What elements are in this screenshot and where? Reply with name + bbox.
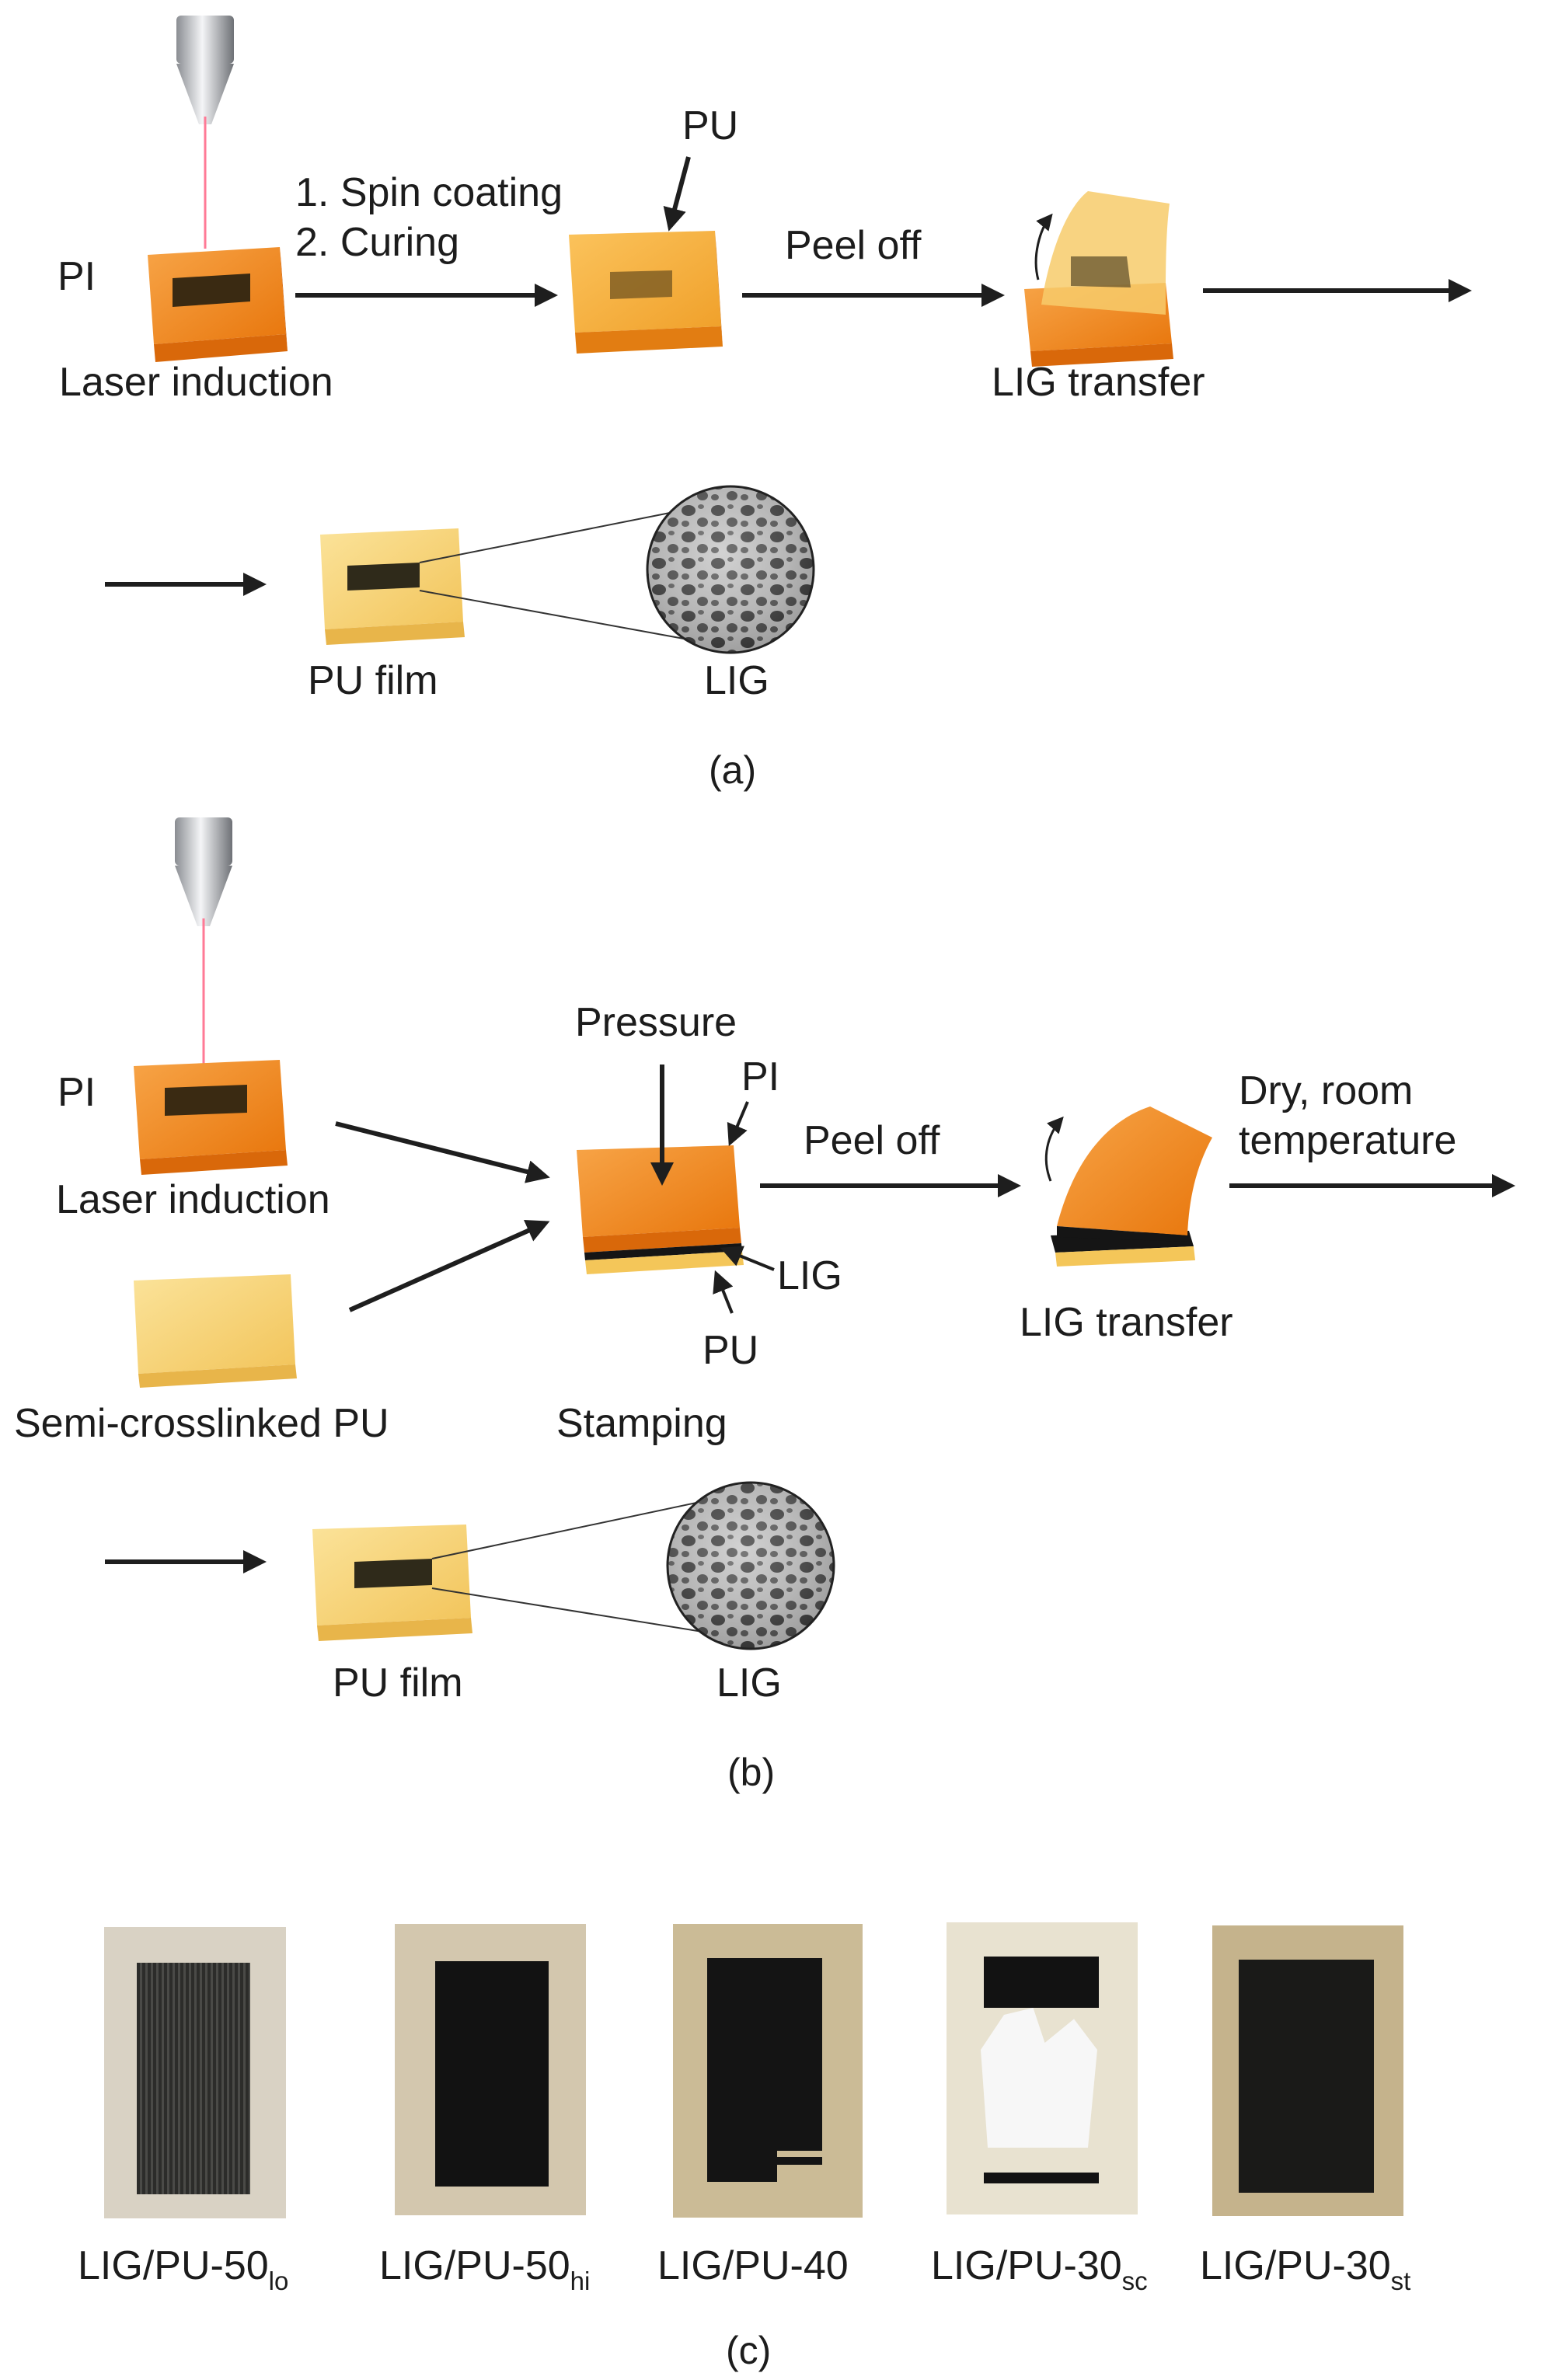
pu-pointer-arrow-b bbox=[713, 1270, 734, 1314]
laser-nozzle-icon bbox=[176, 16, 234, 249]
lig-transfer-label: LIG transfer bbox=[992, 360, 1205, 405]
lig-pointer-arrow bbox=[720, 1246, 775, 1271]
sample-label-40: LIG/PU-40 bbox=[657, 2243, 849, 2288]
sample-photo-30sc bbox=[947, 1922, 1138, 2214]
caption-a: (a) bbox=[709, 748, 757, 792]
sample-label-30st: LIG/PU-30st bbox=[1200, 2243, 1411, 2295]
pi-label: PI bbox=[58, 254, 96, 299]
stamping-label: Stamping bbox=[556, 1401, 727, 1446]
semi-crosslinked-label: Semi-crosslinked PU bbox=[14, 1401, 389, 1446]
pu-film-with-lig bbox=[320, 528, 465, 645]
laser-induction-label-b: Laser induction bbox=[56, 1177, 330, 1222]
sample-photo-50lo bbox=[104, 1927, 286, 2218]
peel-off-label-b: Peel off bbox=[804, 1118, 940, 1163]
pi-substrate-with-lig bbox=[148, 247, 288, 362]
sample-photo-40 bbox=[673, 1924, 863, 2218]
pi-substrate-with-lig-b bbox=[134, 1060, 288, 1175]
pi-stack-label: PI bbox=[741, 1054, 780, 1099]
pressure-label: Pressure bbox=[575, 1000, 737, 1045]
lig-transfer-label-b: LIG transfer bbox=[1020, 1300, 1233, 1345]
sample-photo-30st bbox=[1212, 1925, 1403, 2216]
pu-pointer-arrow bbox=[663, 156, 691, 232]
zoom-lines bbox=[419, 510, 685, 639]
caption-c: (c) bbox=[726, 2329, 772, 2372]
caption-b: (b) bbox=[727, 1751, 776, 1794]
sample-label-50hi: LIG/PU-50hi bbox=[379, 2243, 591, 2295]
sample-label-30sc: LIG/PU-30sc bbox=[931, 2243, 1148, 2295]
temperature-label: temperature bbox=[1239, 1118, 1457, 1163]
lig-label-b: LIG bbox=[716, 1660, 782, 1706]
pu-label: PU bbox=[682, 103, 739, 148]
pu-film-label: PU film bbox=[308, 658, 438, 703]
curing-label: 2. Curing bbox=[295, 220, 459, 265]
laser-induction-label: Laser induction bbox=[59, 360, 333, 405]
sample-label-50lo: LIG/PU-50lo bbox=[78, 2243, 289, 2295]
lig-label: LIG bbox=[704, 658, 769, 703]
lig-transfer-peel-b bbox=[1044, 1106, 1212, 1267]
pu-film-label-b: PU film bbox=[333, 1660, 463, 1706]
lig-sem-image-b bbox=[666, 1481, 835, 1650]
lig-stack-label: LIG bbox=[777, 1253, 842, 1298]
arrow-b1 bbox=[335, 1121, 550, 1183]
spin-coating-label: 1. Spin coating bbox=[295, 170, 563, 215]
lig-sem-image bbox=[646, 485, 815, 654]
pi-label-b: PI bbox=[58, 1070, 96, 1115]
laser-nozzle-icon-b bbox=[175, 817, 232, 1094]
sample-photo-50hi bbox=[395, 1924, 586, 2215]
zoom-lines-b bbox=[431, 1502, 703, 1633]
pu-coated-pi bbox=[569, 231, 723, 354]
stamping-stack bbox=[577, 1145, 744, 1274]
semi-crosslinked-pu-slab bbox=[134, 1274, 297, 1388]
pu-film-with-lig-b bbox=[312, 1525, 472, 1641]
pi-pointer-arrow bbox=[727, 1101, 749, 1147]
pu-stack-label: PU bbox=[703, 1328, 759, 1373]
peel-off-label: Peel off bbox=[785, 223, 922, 268]
lig-transfer-peel bbox=[1024, 191, 1173, 367]
dry-room-label: Dry, room bbox=[1239, 1068, 1414, 1113]
arrow-b2 bbox=[348, 1220, 550, 1312]
